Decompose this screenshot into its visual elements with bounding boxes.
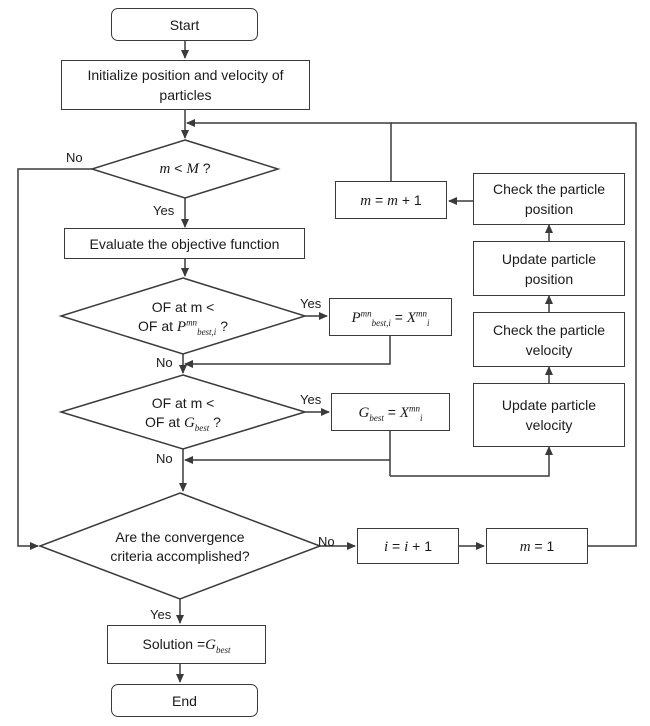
update-position-process: Update particle position xyxy=(473,241,625,296)
initialize-label: Initialize position and velocity of part… xyxy=(87,67,284,103)
gbest-assignment: Gbest = Xmni xyxy=(331,393,450,431)
start-label: Start xyxy=(169,16,200,33)
decision-pbest-text: OF at m < OF at Pmnbest,i ? xyxy=(137,298,228,337)
var-m: m xyxy=(159,161,171,177)
initialize-process: Initialize position and velocity of part… xyxy=(61,60,310,110)
start-terminator: Start xyxy=(111,8,258,41)
label-yes-convergence: Yes xyxy=(150,607,172,622)
decision-gbest-text: OF at m < OF at Gbest ? xyxy=(145,394,221,433)
label-yes-m: Yes xyxy=(153,203,175,218)
pbest-assignment: Pmnbest,i = Xmni xyxy=(329,298,452,336)
label-yes-gbest: Yes xyxy=(300,392,322,407)
check-velocity-label: Check the particle velocity xyxy=(492,321,606,358)
update-velocity-process: Update particle velocity xyxy=(473,383,625,447)
label-no-gbest: No xyxy=(156,451,173,466)
m-reset-process: m = 1 xyxy=(486,528,588,564)
evaluate-label: Evaluate the objective function xyxy=(89,235,280,252)
label-yes-pbest: Yes xyxy=(300,296,322,311)
m-increment-process: m = m + 1 xyxy=(335,181,447,219)
check-position-label: Check the particle position xyxy=(492,181,606,217)
convergence-label: Are the convergence criteria accomplishe… xyxy=(110,529,250,564)
i-increment-process: i = i + 1 xyxy=(357,528,459,564)
end-terminator: End xyxy=(111,684,258,717)
check-velocity-process: Check the particle velocity xyxy=(473,312,625,367)
decision-convergence-text: Are the convergence criteria accomplishe… xyxy=(105,510,255,584)
decision-m-text: m < M ? xyxy=(159,160,211,177)
update-velocity-label: Update particle velocity xyxy=(501,397,597,433)
label-no-m: No xyxy=(66,150,83,165)
check-position-process: Check the particle position xyxy=(473,173,625,225)
evaluate-process: Evaluate the objective function xyxy=(64,228,305,259)
label-no-pbest: No xyxy=(156,355,173,370)
update-position-label: Update particle position xyxy=(501,250,597,287)
end-label: End xyxy=(172,692,197,709)
var-M: M xyxy=(186,161,199,177)
label-no-convergence: No xyxy=(318,534,335,549)
solution-process: Solution =Gbest xyxy=(107,625,266,664)
